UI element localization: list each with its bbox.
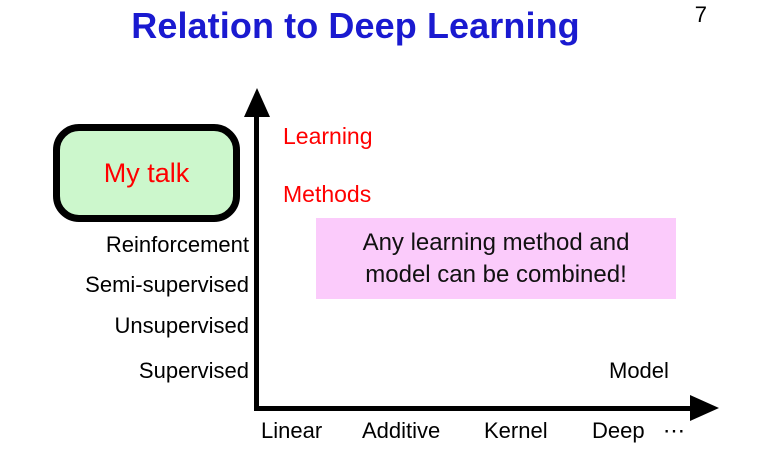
y-axis-caption-line-1: Learning: [283, 122, 373, 149]
my-talk-box[interactable]: My talk: [53, 124, 240, 222]
callout-line-2: model can be combined!: [365, 260, 627, 288]
page-title: Relation to Deep Learning: [131, 5, 580, 46]
callout-line-1: Any learning method and: [362, 228, 630, 256]
y-tick-label-unsupervised: Unsupervised: [114, 313, 249, 338]
my-talk-label: My talk: [103, 157, 190, 188]
y-tick-label-semi-supervised: Semi-supervised: [85, 272, 249, 297]
y-axis-caption: Learning Methods: [283, 93, 373, 238]
x-axis-caption: Model: [609, 358, 669, 383]
x-tick-label-deep: Deep: [592, 418, 645, 443]
slide-number: 7: [694, 2, 707, 27]
y-tick-label-reinforcement: Reinforcement: [105, 232, 249, 257]
x-tick-label-kernel: Kernel: [484, 418, 548, 443]
x-axis-arrowhead: [690, 395, 719, 421]
x-tick-label-additive: Additive: [362, 418, 441, 443]
callout-box: Any learning method and model can be com…: [316, 218, 676, 299]
y-axis-arrowhead: [244, 88, 270, 117]
x-tick-label-linear: Linear: [261, 418, 323, 443]
y-axis-caption-line-2: Methods: [283, 180, 372, 207]
y-tick-label-supervised: Supervised: [138, 358, 249, 383]
x-tick-label-ellipsis: ⋯: [663, 418, 686, 443]
